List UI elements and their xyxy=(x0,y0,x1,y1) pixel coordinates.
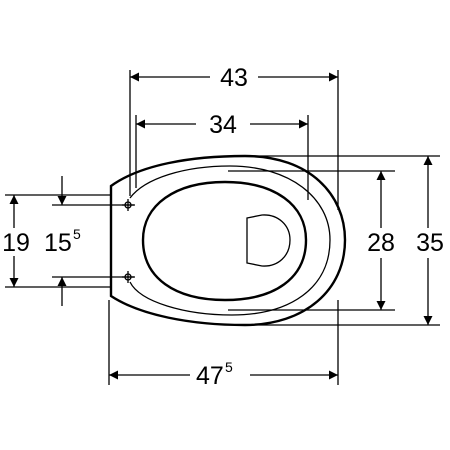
dimension-28: 28 xyxy=(367,171,395,310)
dimension-35: 35 xyxy=(416,156,444,325)
dimension-47-5-label: 47 xyxy=(196,362,224,390)
extension-lines xyxy=(5,70,440,385)
dimension-15-5: 15 5 xyxy=(44,176,81,306)
dimension-47-5-sup: 5 xyxy=(225,359,233,375)
dimension-15-5-label: 15 xyxy=(44,229,72,257)
dimension-35-label: 35 xyxy=(416,229,444,257)
dimension-19: 19 xyxy=(2,195,30,287)
dimension-34: 34 xyxy=(136,111,308,139)
dimension-43: 43 xyxy=(130,64,338,92)
bowl-outline xyxy=(109,154,347,327)
dimension-47-5: 47 5 xyxy=(109,359,338,390)
dimension-19-label: 19 xyxy=(2,229,30,257)
dimension-15-5-sup: 5 xyxy=(73,226,81,242)
dimension-34-label: 34 xyxy=(209,111,237,139)
dimension-28-label: 28 xyxy=(367,229,395,257)
dimension-43-label: 43 xyxy=(220,64,248,92)
